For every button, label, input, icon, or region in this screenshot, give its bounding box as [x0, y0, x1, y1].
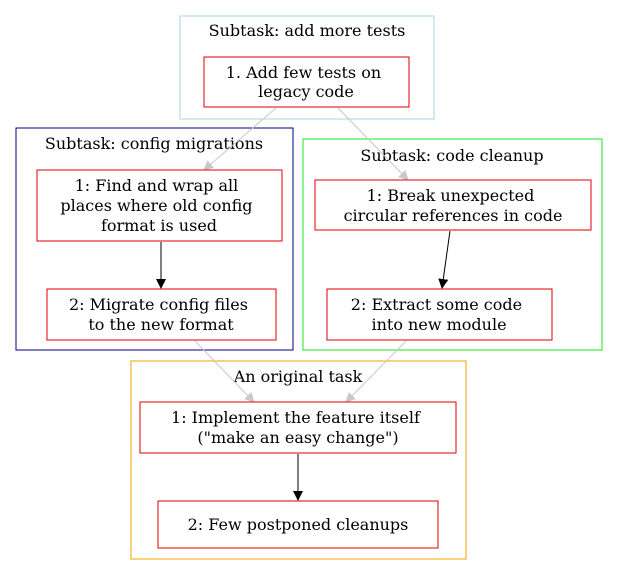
svg-text:1: Break unexpected circ: 1: Break unexpected circular references … [344, 186, 563, 225]
node-label-line: 1: Find and wrap all [75, 176, 239, 195]
node-label-line: format is used [101, 216, 217, 235]
cluster-label-original-task: An original task [233, 367, 363, 386]
node-label-line: ("make an easy change") [197, 428, 398, 447]
cluster-config-migrations: Subtask: config migrations [15, 127, 294, 351]
node-label-line: legacy code [258, 82, 354, 101]
svg-text:1: Find and wrap all pla: 1: Find and wrap all places where old co… [60, 176, 257, 235]
node-find-and-wrap: 1: Find and wrap all places where old co… [36, 169, 283, 242]
node-label-line: 2: Extract some code [351, 295, 522, 314]
svg-text:1: Implement the feature itsel: 1: Implement the feature itself ("make a… [171, 408, 425, 447]
node-migrate-config: 2: Migrate config files to the new forma… [46, 288, 277, 341]
cluster-code-cleanup: Subtask: code cleanup [302, 138, 603, 351]
node-add-few-tests: 1. Add few tests on legacy code [203, 56, 410, 108]
node-extract-code: 2: Extract some code into new module [326, 288, 553, 341]
node-label-line: 1: Implement the feature itself [171, 408, 421, 427]
edges [156, 107, 451, 501]
edge-extract-to-implement [345, 340, 407, 403]
svg-text:2: Migrate config files: 2: Migrate config files to the new forma… [69, 295, 253, 334]
node-label-line: 1. Add few tests on [226, 63, 381, 82]
cluster-add-more-tests: Subtask: add more tests [179, 15, 435, 120]
edge-add-tests-to-break-refs [337, 107, 409, 181]
edge-break-refs-to-extract [438, 230, 451, 289]
cluster-label-config-migrations: Subtask: config migrations [45, 134, 263, 153]
node-break-circular-refs: 1: Break unexpected circular references … [314, 179, 592, 231]
svg-text:2: Extract some code int: 2: Extract some code into new module [351, 295, 527, 334]
cluster-label-add-more-tests: Subtask: add more tests [209, 21, 406, 40]
node-label-line: 1: Break unexpected [367, 186, 535, 205]
cluster-original-task: An original task [130, 360, 467, 560]
cluster-label-code-cleanup: Subtask: code cleanup [360, 146, 543, 165]
edge-add-tests-to-find-wrap [203, 107, 277, 171]
node-label-line: into new module [371, 315, 506, 334]
node-label-line: places where old config [60, 196, 252, 215]
svg-text:1. Add few tests on lega: 1. Add few tests on legacy code [226, 63, 387, 101]
node-label-line: to the new format [88, 315, 234, 334]
svg-text:2: Few postponed cleanups: 2: Few postponed cleanups [188, 515, 409, 534]
node-implement-feature: 1: Implement the feature itself ("make a… [139, 401, 457, 454]
node-label-line: circular references in code [344, 206, 563, 225]
edge-migrate-to-implement [194, 340, 255, 403]
node-postponed-cleanups: 2: Few postponed cleanups [157, 500, 439, 549]
node-label-line: 2: Migrate config files [69, 295, 248, 314]
node-label-line: 2: Few postponed cleanups [188, 515, 409, 534]
